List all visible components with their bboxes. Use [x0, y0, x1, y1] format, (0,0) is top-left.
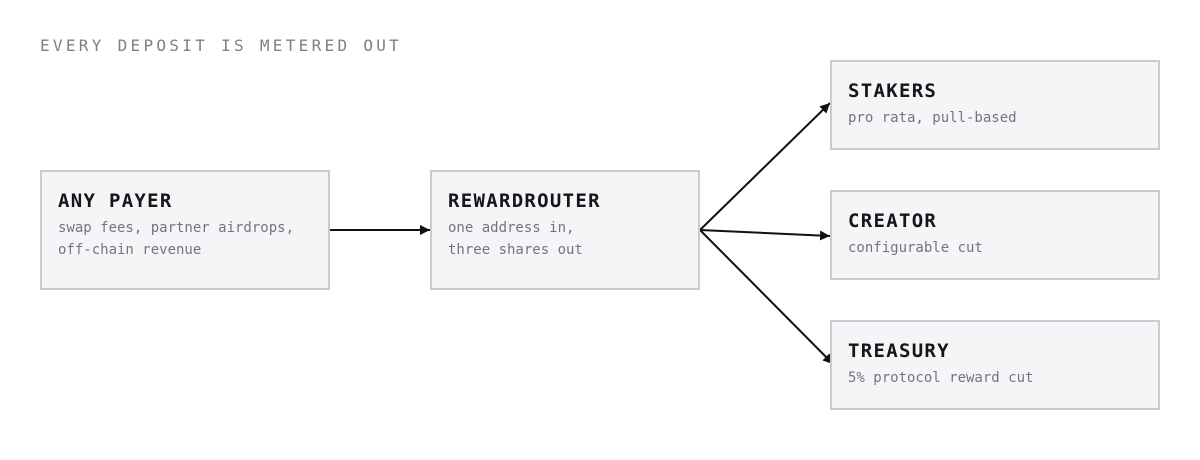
- node-description-line: configurable cut: [848, 240, 983, 256]
- node-rewardrouter: REWARDROUTER one address in, three share…: [430, 170, 700, 290]
- node-title: TREASURY: [848, 340, 950, 362]
- edge-router-stakers: [699, 102, 831, 231]
- edge-router-creator: [699, 229, 831, 241]
- edge-router-treasury: [699, 229, 834, 365]
- node-title: CREATOR: [848, 210, 938, 232]
- node-description-line: pro rata, pull-based: [848, 110, 1017, 126]
- node-treasury: TREASURY 5% protocol reward cut: [830, 320, 1160, 410]
- node-title: STAKERS: [848, 80, 938, 102]
- diagram-heading: EVERY DEPOSIT IS METERED OUT: [40, 36, 403, 55]
- node-title: REWARDROUTER: [448, 190, 601, 212]
- node-description-line: off-chain revenue: [58, 242, 202, 258]
- node-description-line: swap fees, partner airdrops,: [58, 220, 295, 236]
- node-title: ANY PAYER: [58, 190, 173, 212]
- node-any-payer: ANY PAYER swap fees, partner airdrops, o…: [40, 170, 330, 290]
- node-creator: CREATOR configurable cut: [830, 190, 1160, 280]
- node-description-line: 5% protocol reward cut: [848, 370, 1034, 386]
- node-description-line: three shares out: [448, 242, 583, 258]
- node-description-line: one address in,: [448, 220, 575, 236]
- node-stakers: STAKERS pro rata, pull-based: [830, 60, 1160, 150]
